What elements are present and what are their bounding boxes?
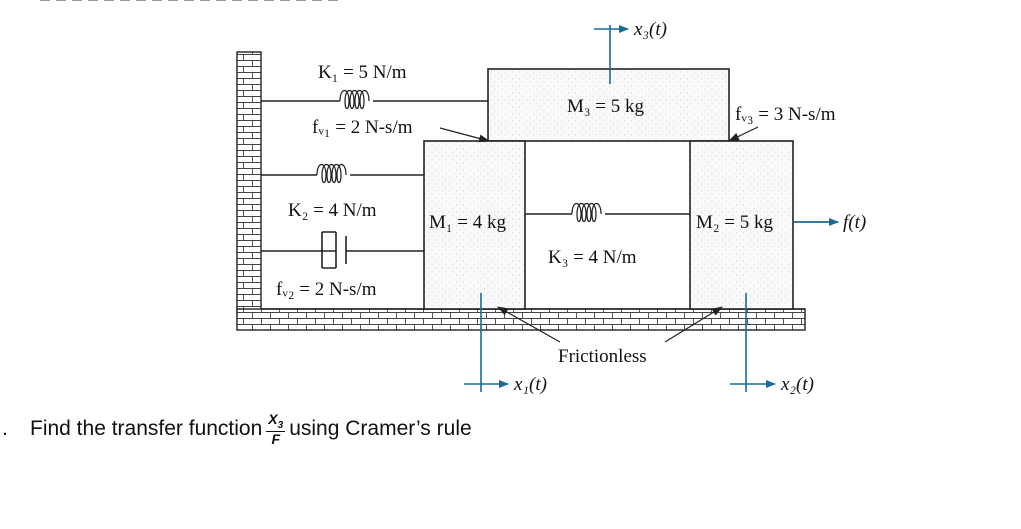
spring-k2 <box>261 163 424 184</box>
wall <box>236 51 262 315</box>
label-k1: K₁ = 5 N/m <box>318 62 407 83</box>
label-x3: x₃(t) <box>633 19 667 40</box>
displacement-x1 <box>464 293 509 392</box>
fraction-numerator-sub: 3 <box>277 419 284 431</box>
damper-fv2 <box>261 231 424 269</box>
question-text: . Find the transfer function X3 F using … <box>2 412 472 447</box>
fv1-pointer <box>439 127 490 143</box>
mass-m1 <box>423 140 526 310</box>
fraction-denominator: F <box>271 431 281 448</box>
spring-k3 <box>525 202 690 223</box>
transfer-function-fraction: X3 F <box>266 411 286 448</box>
list-bullet: . <box>2 417 8 441</box>
frictionless-pointer-right <box>664 306 723 343</box>
label-x1: x₁(t) <box>513 374 547 395</box>
label-fv1: fᵥ₁ = 2 N-s/m <box>312 117 413 138</box>
fv3-pointer <box>728 126 759 142</box>
label-m3: M₃ = 5 kg <box>567 96 644 117</box>
label-x2: x₂(t) <box>780 374 814 395</box>
label-m2: M₂ = 5 kg <box>696 212 773 233</box>
label-k2: K₂ = 4 N/m <box>288 200 377 221</box>
question-suffix: using Cramer’s rule <box>289 417 472 441</box>
mass-m2 <box>689 140 794 310</box>
displacement-x2 <box>730 293 776 392</box>
displacement-x3 <box>594 25 629 84</box>
label-m1: M₁ = 4 kg <box>429 212 506 233</box>
question-prefix: Find the transfer function <box>30 417 263 441</box>
mass-m3 <box>487 68 730 142</box>
spring-k1 <box>261 89 488 110</box>
label-force: f(t) <box>843 212 866 233</box>
label-fv3: fᵥ₃ = 3 N-s/m <box>735 104 836 125</box>
label-frictionless: Frictionless <box>558 346 647 367</box>
fraction-numerator: X <box>268 411 278 427</box>
frictionless-pointer-left <box>497 306 561 343</box>
label-fv2: fᵥ₂ = 2 N-s/m <box>276 279 377 300</box>
label-k3: K₃ = 4 N/m <box>548 247 637 268</box>
